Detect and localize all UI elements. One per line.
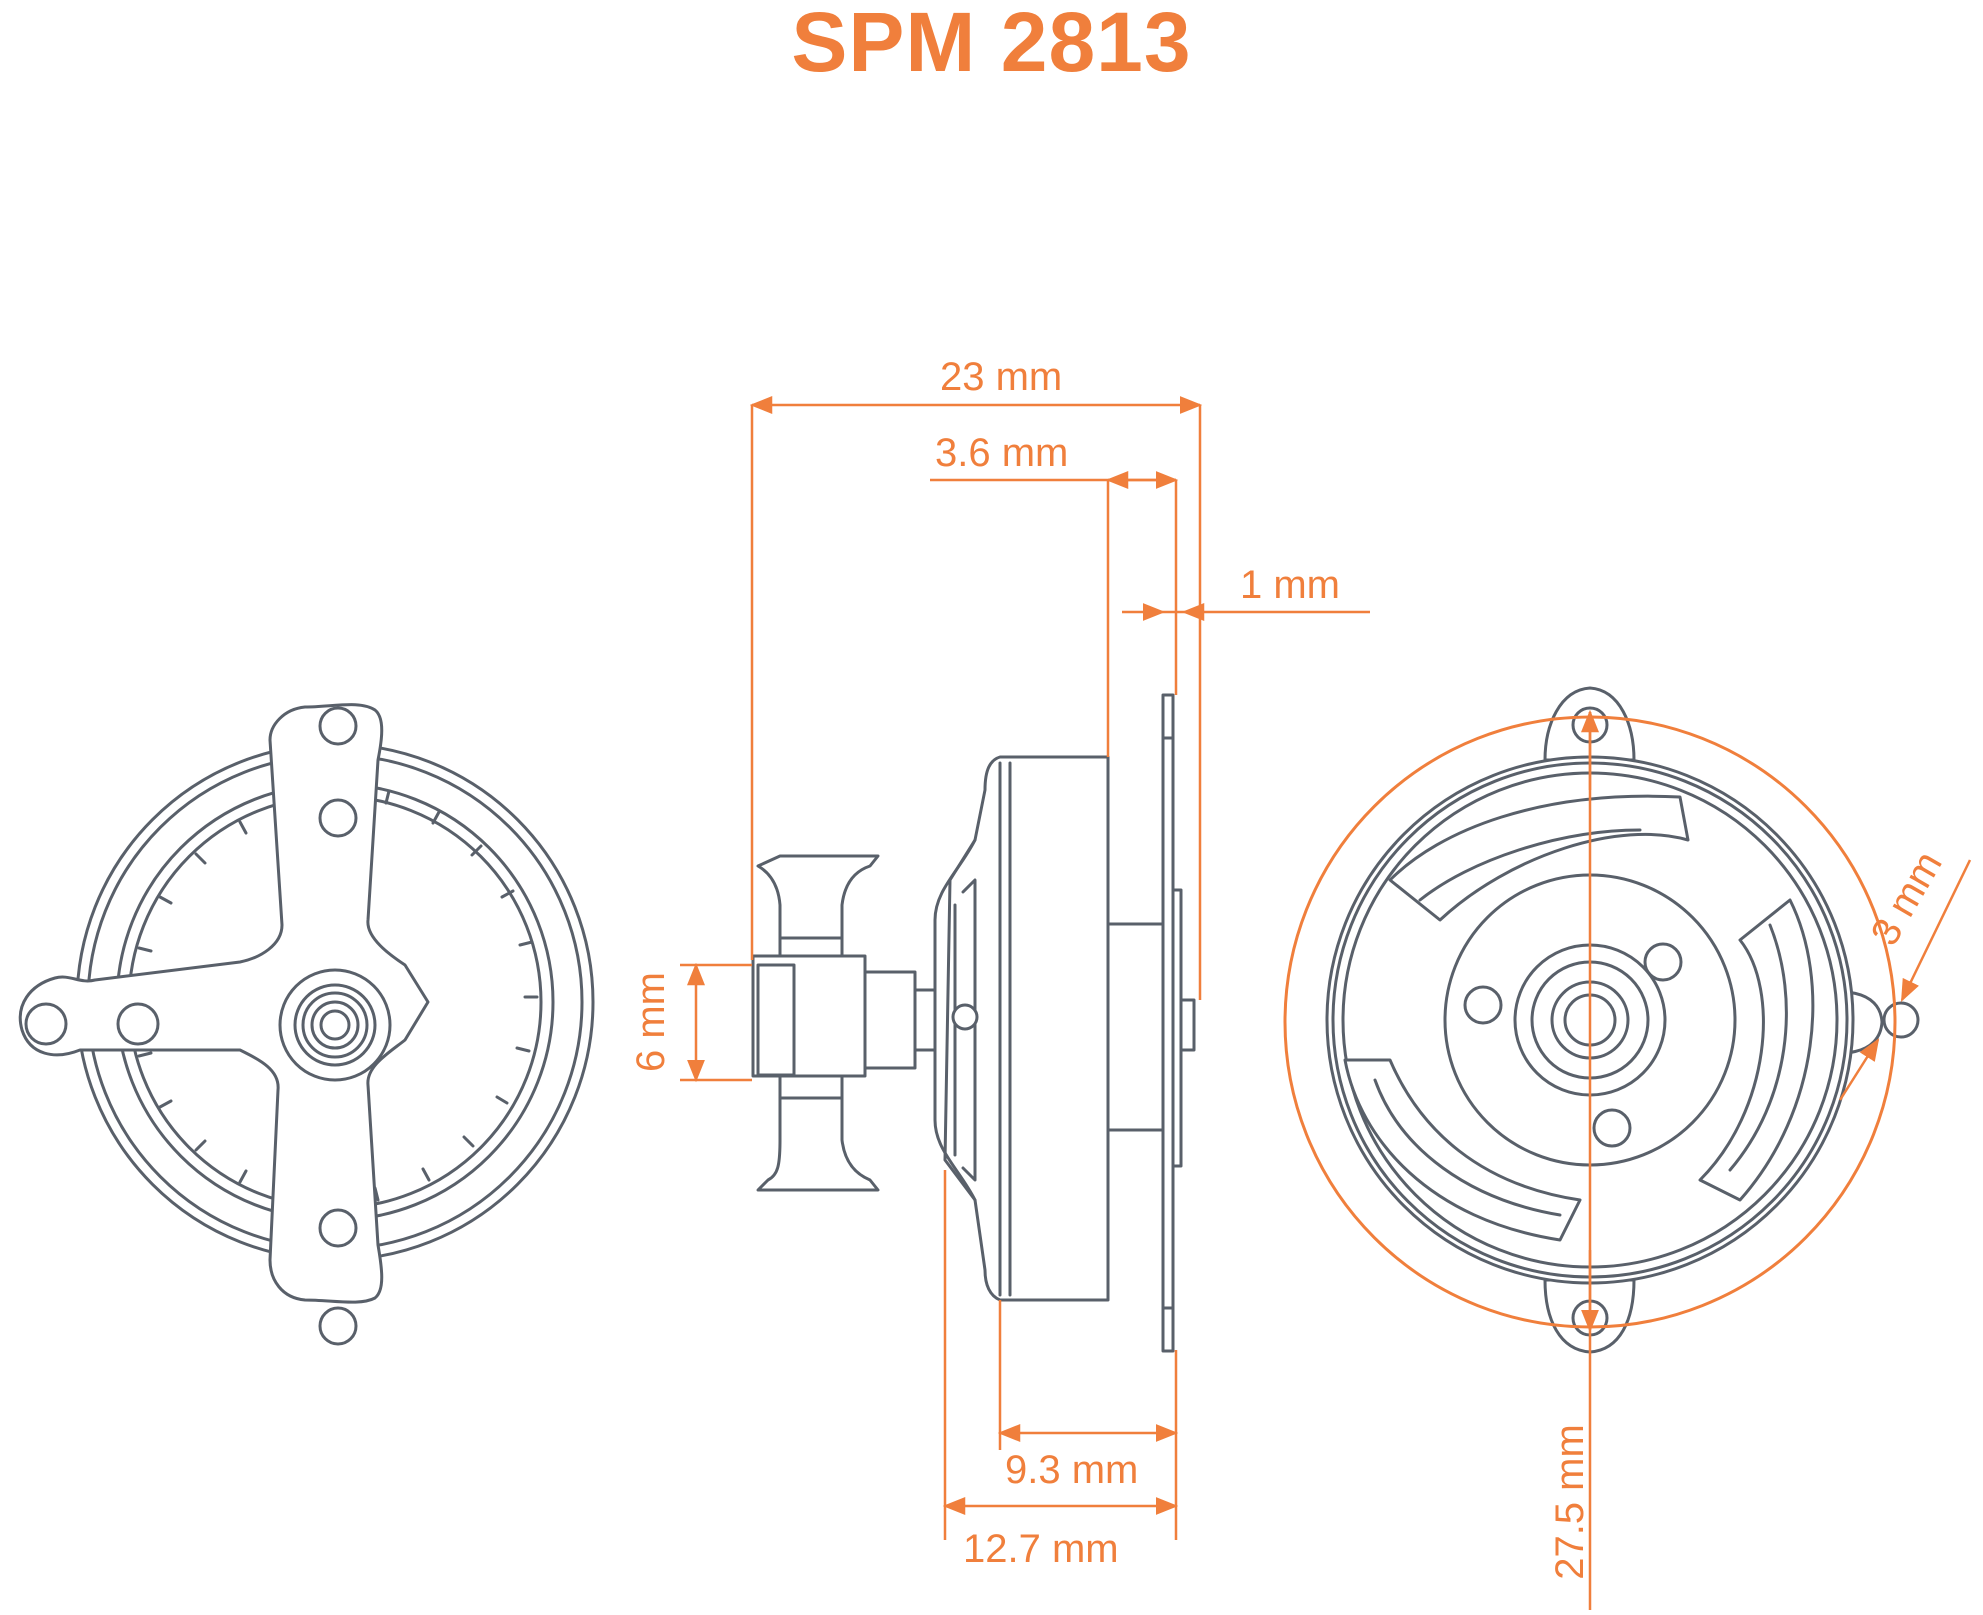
rear-view-mount [1283,686,1920,1354]
dim-body-length [997,1300,1179,1540]
dim-overall-length [749,396,1203,1000]
dim-label-shaft-extension: 3.6 mm [935,431,1068,475]
dim-label-mount-hole-spacing: 27.5 mm [1548,1424,1592,1580]
diagram-title: SPM 2813 [791,0,1192,89]
dim-label-can-length: 12.7 mm [963,1527,1119,1571]
dim-label-mount-thickness: 1 mm [1240,563,1340,607]
dim-shaft-diameter [680,962,752,1083]
side-view-motor [751,693,1196,1353]
dim-label-overall-length: 23 mm [940,355,1062,399]
dim-mount-hole-diameter [1838,859,1972,1101]
dim-shaft-extension [930,471,1179,757]
dim-label-body-length: 9.3 mm [1005,1448,1138,1492]
dim-can-length [942,1170,1179,1540]
dim-label-shaft-diameter: 6 mm [629,972,673,1072]
dim-label-mount-hole-diameter: 3 mm [1863,844,1951,953]
front-view-x-mount [18,703,595,1346]
